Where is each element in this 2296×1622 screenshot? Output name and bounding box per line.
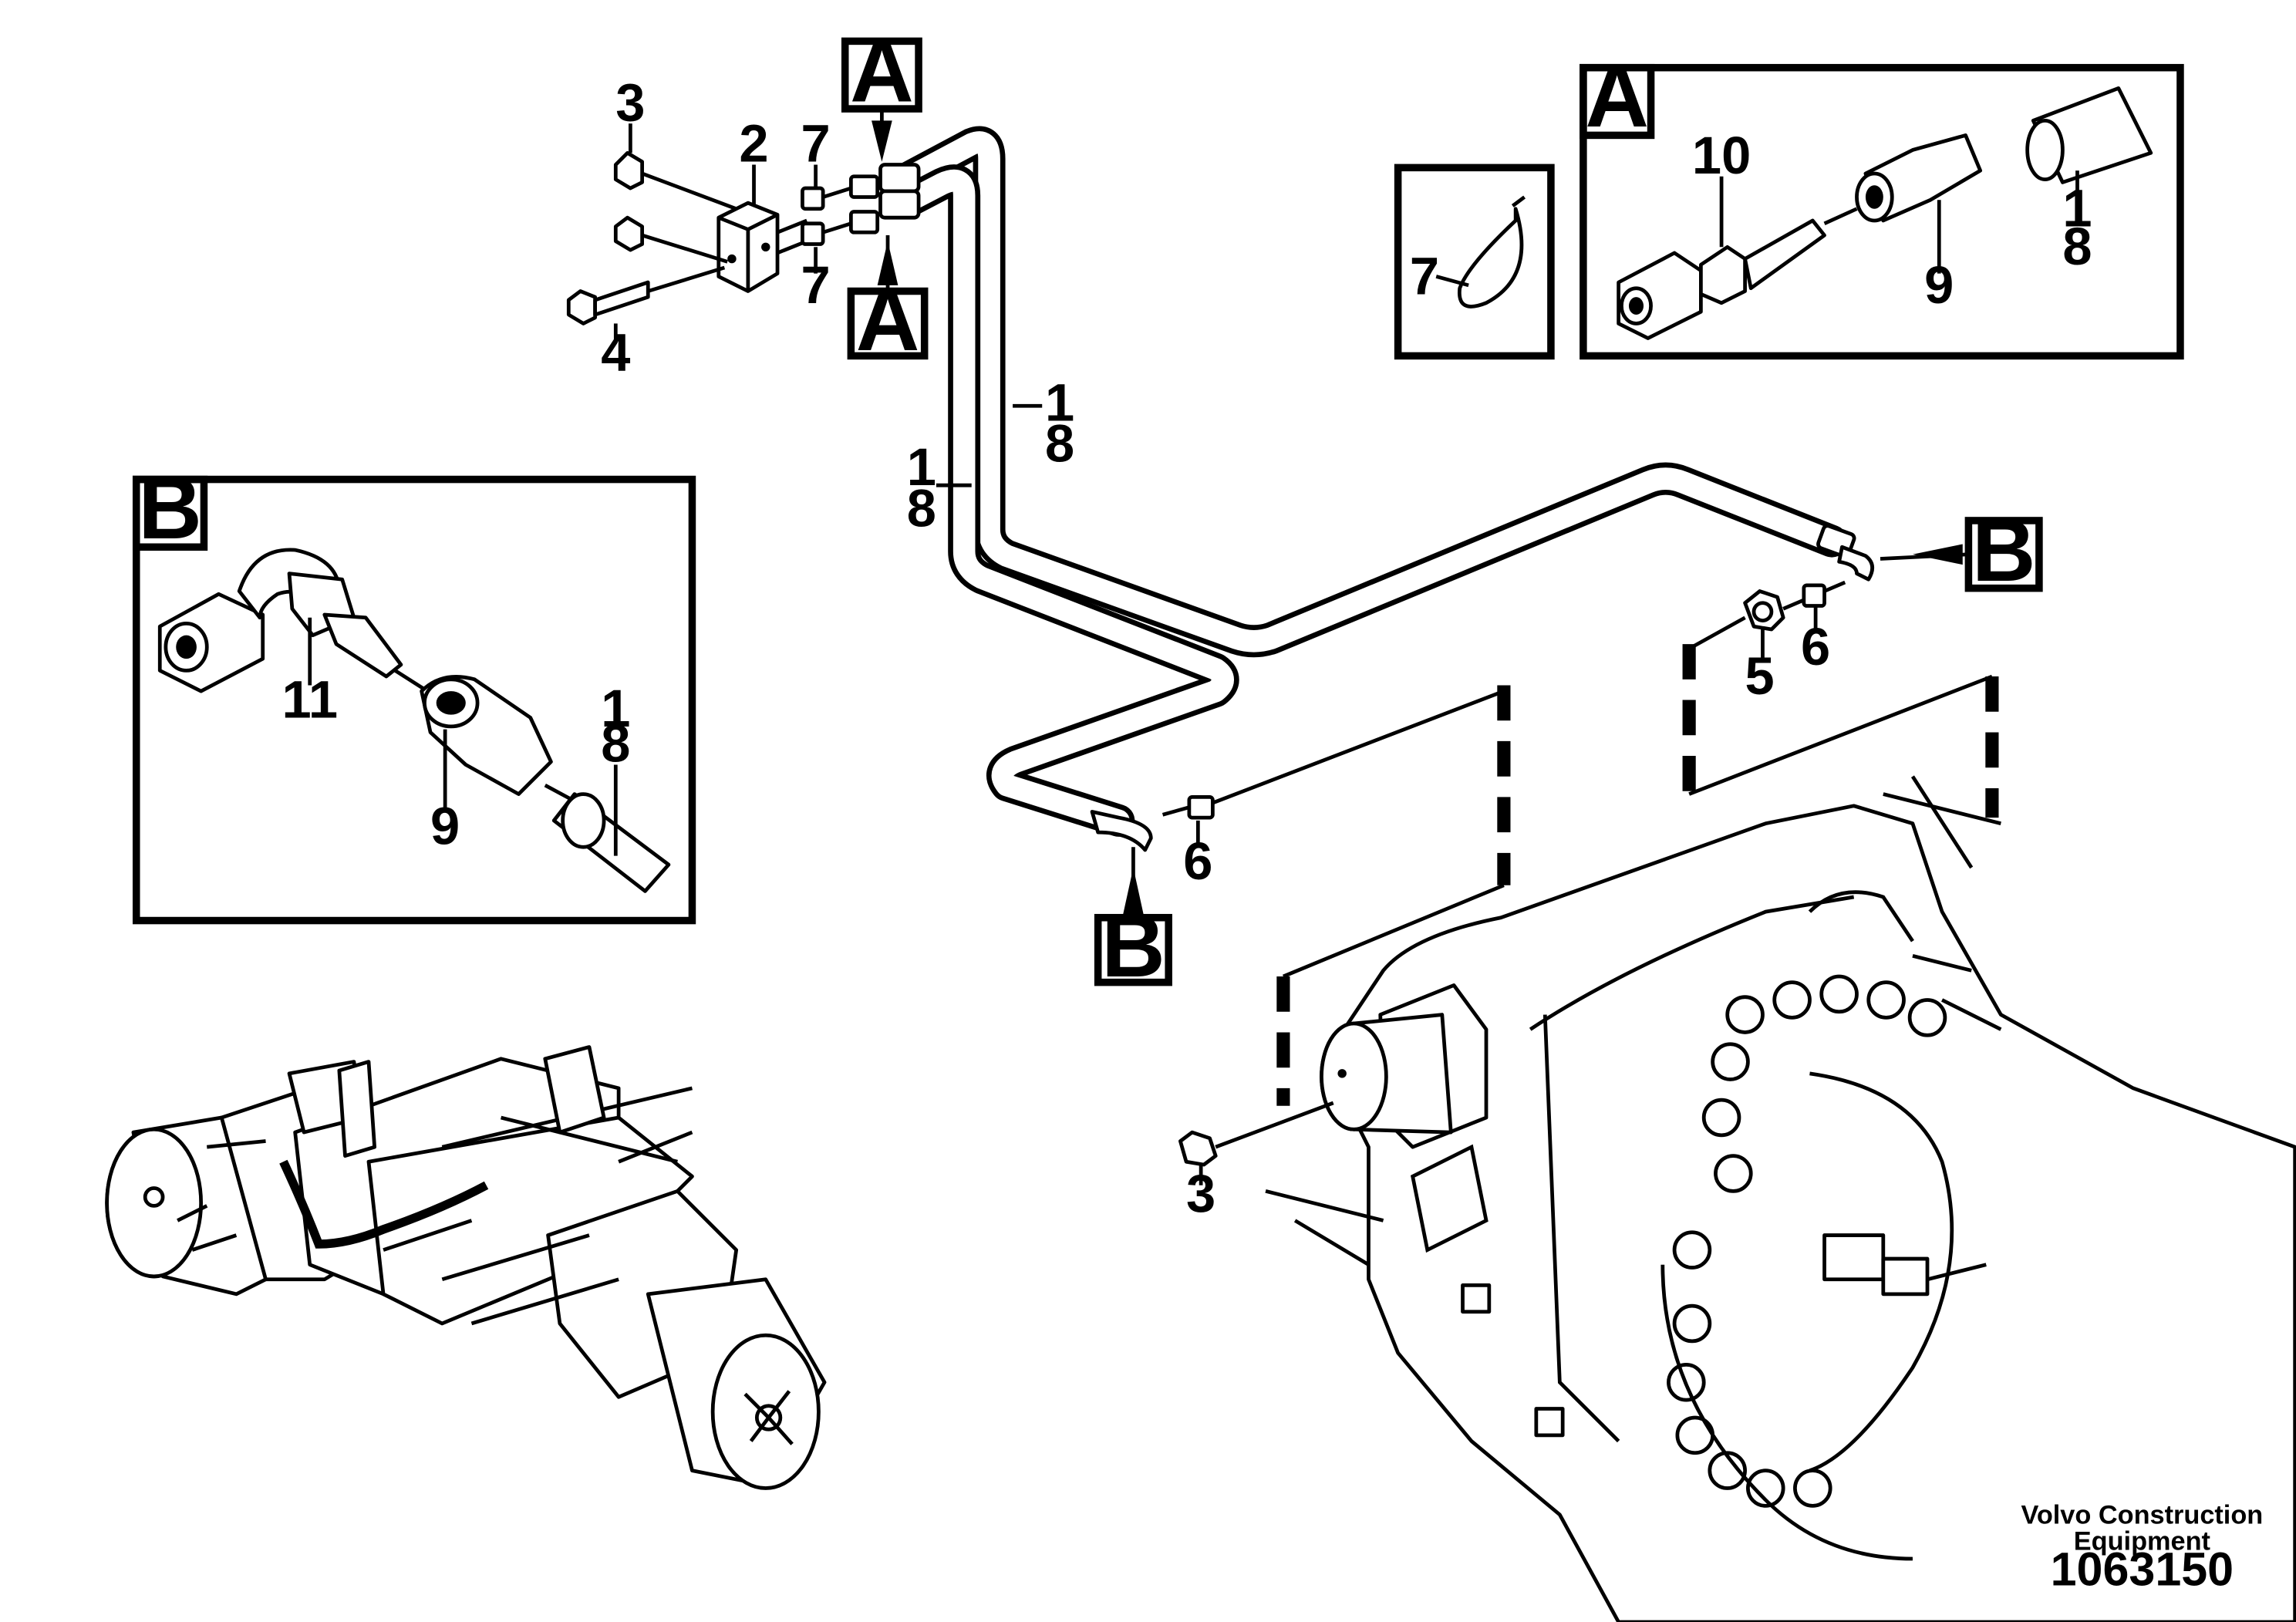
axle-overview-illustration <box>105 1045 827 1490</box>
detail-a-label-10: 10 <box>1692 126 1751 185</box>
label-7-top: 7 <box>801 114 831 174</box>
detail-b-label-1: 1 <box>601 679 630 738</box>
fitting-6-right <box>1802 583 1826 608</box>
adapter-small-top <box>848 174 880 199</box>
detail-b-label-11: 11 <box>282 669 338 729</box>
brake-tubes <box>878 126 1874 852</box>
bracket-2 <box>1881 1256 1930 1297</box>
plug-square-2 <box>1534 1407 1565 1438</box>
detail-b-label-8: 8 <box>601 714 630 774</box>
elbow-nipple <box>322 612 403 679</box>
detail-a-label-1: 1 <box>2062 179 2092 238</box>
callout-label: A <box>850 22 914 121</box>
label-8-upper: 8 <box>1045 414 1074 474</box>
bleed-nipple-bottom <box>1178 1130 1218 1167</box>
axle-housing <box>1322 804 2296 1622</box>
left-fittings <box>1161 689 1505 848</box>
detail-cable-tie: 7 <box>1394 164 1555 360</box>
detail-tie-frame <box>1394 164 1555 360</box>
detail-a-label-8: 8 <box>2062 217 2092 276</box>
detail-b-label-9: 9 <box>430 796 460 855</box>
detail-a-title-box <box>1580 63 1655 140</box>
company-name-line2: Equipment <box>2074 1527 2210 1556</box>
arrow-icon <box>877 241 899 285</box>
bolt-shank <box>593 280 650 317</box>
bleed-nipple-top <box>613 150 645 191</box>
axle-housing-illustration <box>1178 775 2296 1622</box>
callout-a-bottom: A <box>847 235 929 369</box>
detail-b-title: B <box>138 459 202 558</box>
elbow-fitting-left <box>1090 810 1153 852</box>
cable-tie <box>1458 207 1524 309</box>
valve-right <box>543 1045 606 1135</box>
label-2: 2 <box>739 114 768 174</box>
label-1-upper: 1 <box>1045 373 1074 432</box>
callout-b-right: B <box>1880 501 2043 600</box>
callout-label: B <box>1972 501 2036 600</box>
document-number: 1063150 <box>2051 1543 2234 1595</box>
detail-tie-label-7: 7 <box>1410 246 1439 305</box>
right-fittings <box>1691 580 1846 659</box>
tube-nut-upper <box>878 163 921 194</box>
detail-a-title: A <box>1585 47 1649 146</box>
tapered-nipple <box>1743 218 1826 291</box>
label-5: 5 <box>1745 646 1775 706</box>
bracket <box>1822 1233 1886 1282</box>
detail-a-frame <box>1580 63 2184 360</box>
detail-a: A 10 9 1 8 <box>1580 47 2184 360</box>
bolt <box>566 289 597 325</box>
label-1-lower: 1 <box>907 437 936 497</box>
detail-b: B 11 9 1 8 <box>132 459 696 925</box>
label-4: 4 <box>601 322 630 382</box>
junction-block-assembly <box>566 123 880 342</box>
label-7-bottom: 7 <box>801 255 831 315</box>
reference-frames <box>1276 644 1999 1106</box>
detail-a-label-9: 9 <box>1924 255 1954 315</box>
hub-bolts <box>1667 974 1947 1508</box>
part-labels: 3 2 4 7 7 1 8 1 8 5 6 6 3 <box>601 73 1830 1223</box>
ferrule <box>1699 244 1747 305</box>
adapter-7-bottom <box>801 221 825 246</box>
company-name-line1: Volvo Construction <box>2021 1500 2263 1529</box>
detail-b-title-box <box>132 475 208 551</box>
arrow-icon <box>1123 867 1144 915</box>
callout-a-top: A <box>841 22 922 162</box>
arrow-icon <box>872 120 892 162</box>
detail-b-frame <box>132 475 696 925</box>
adapter-7-top <box>801 186 825 211</box>
elbow-fitting-right <box>1837 545 1874 582</box>
connector-9 <box>1863 133 1983 223</box>
label-8-lower: 8 <box>907 479 936 538</box>
tube-nut-lower <box>878 189 921 220</box>
arrow-icon <box>1912 544 1963 565</box>
fitting-6-left <box>1187 795 1215 820</box>
bleed-nipple-mid <box>613 215 645 252</box>
footer: Volvo Construction Equipment 1063150 <box>2021 1500 2263 1595</box>
plug-square <box>1461 1283 1492 1314</box>
label-3-top: 3 <box>615 73 645 132</box>
adapter-small-bottom <box>848 210 880 234</box>
callout-b-bottom: B <box>1094 847 1172 996</box>
brake-line-overview <box>279 1159 489 1249</box>
